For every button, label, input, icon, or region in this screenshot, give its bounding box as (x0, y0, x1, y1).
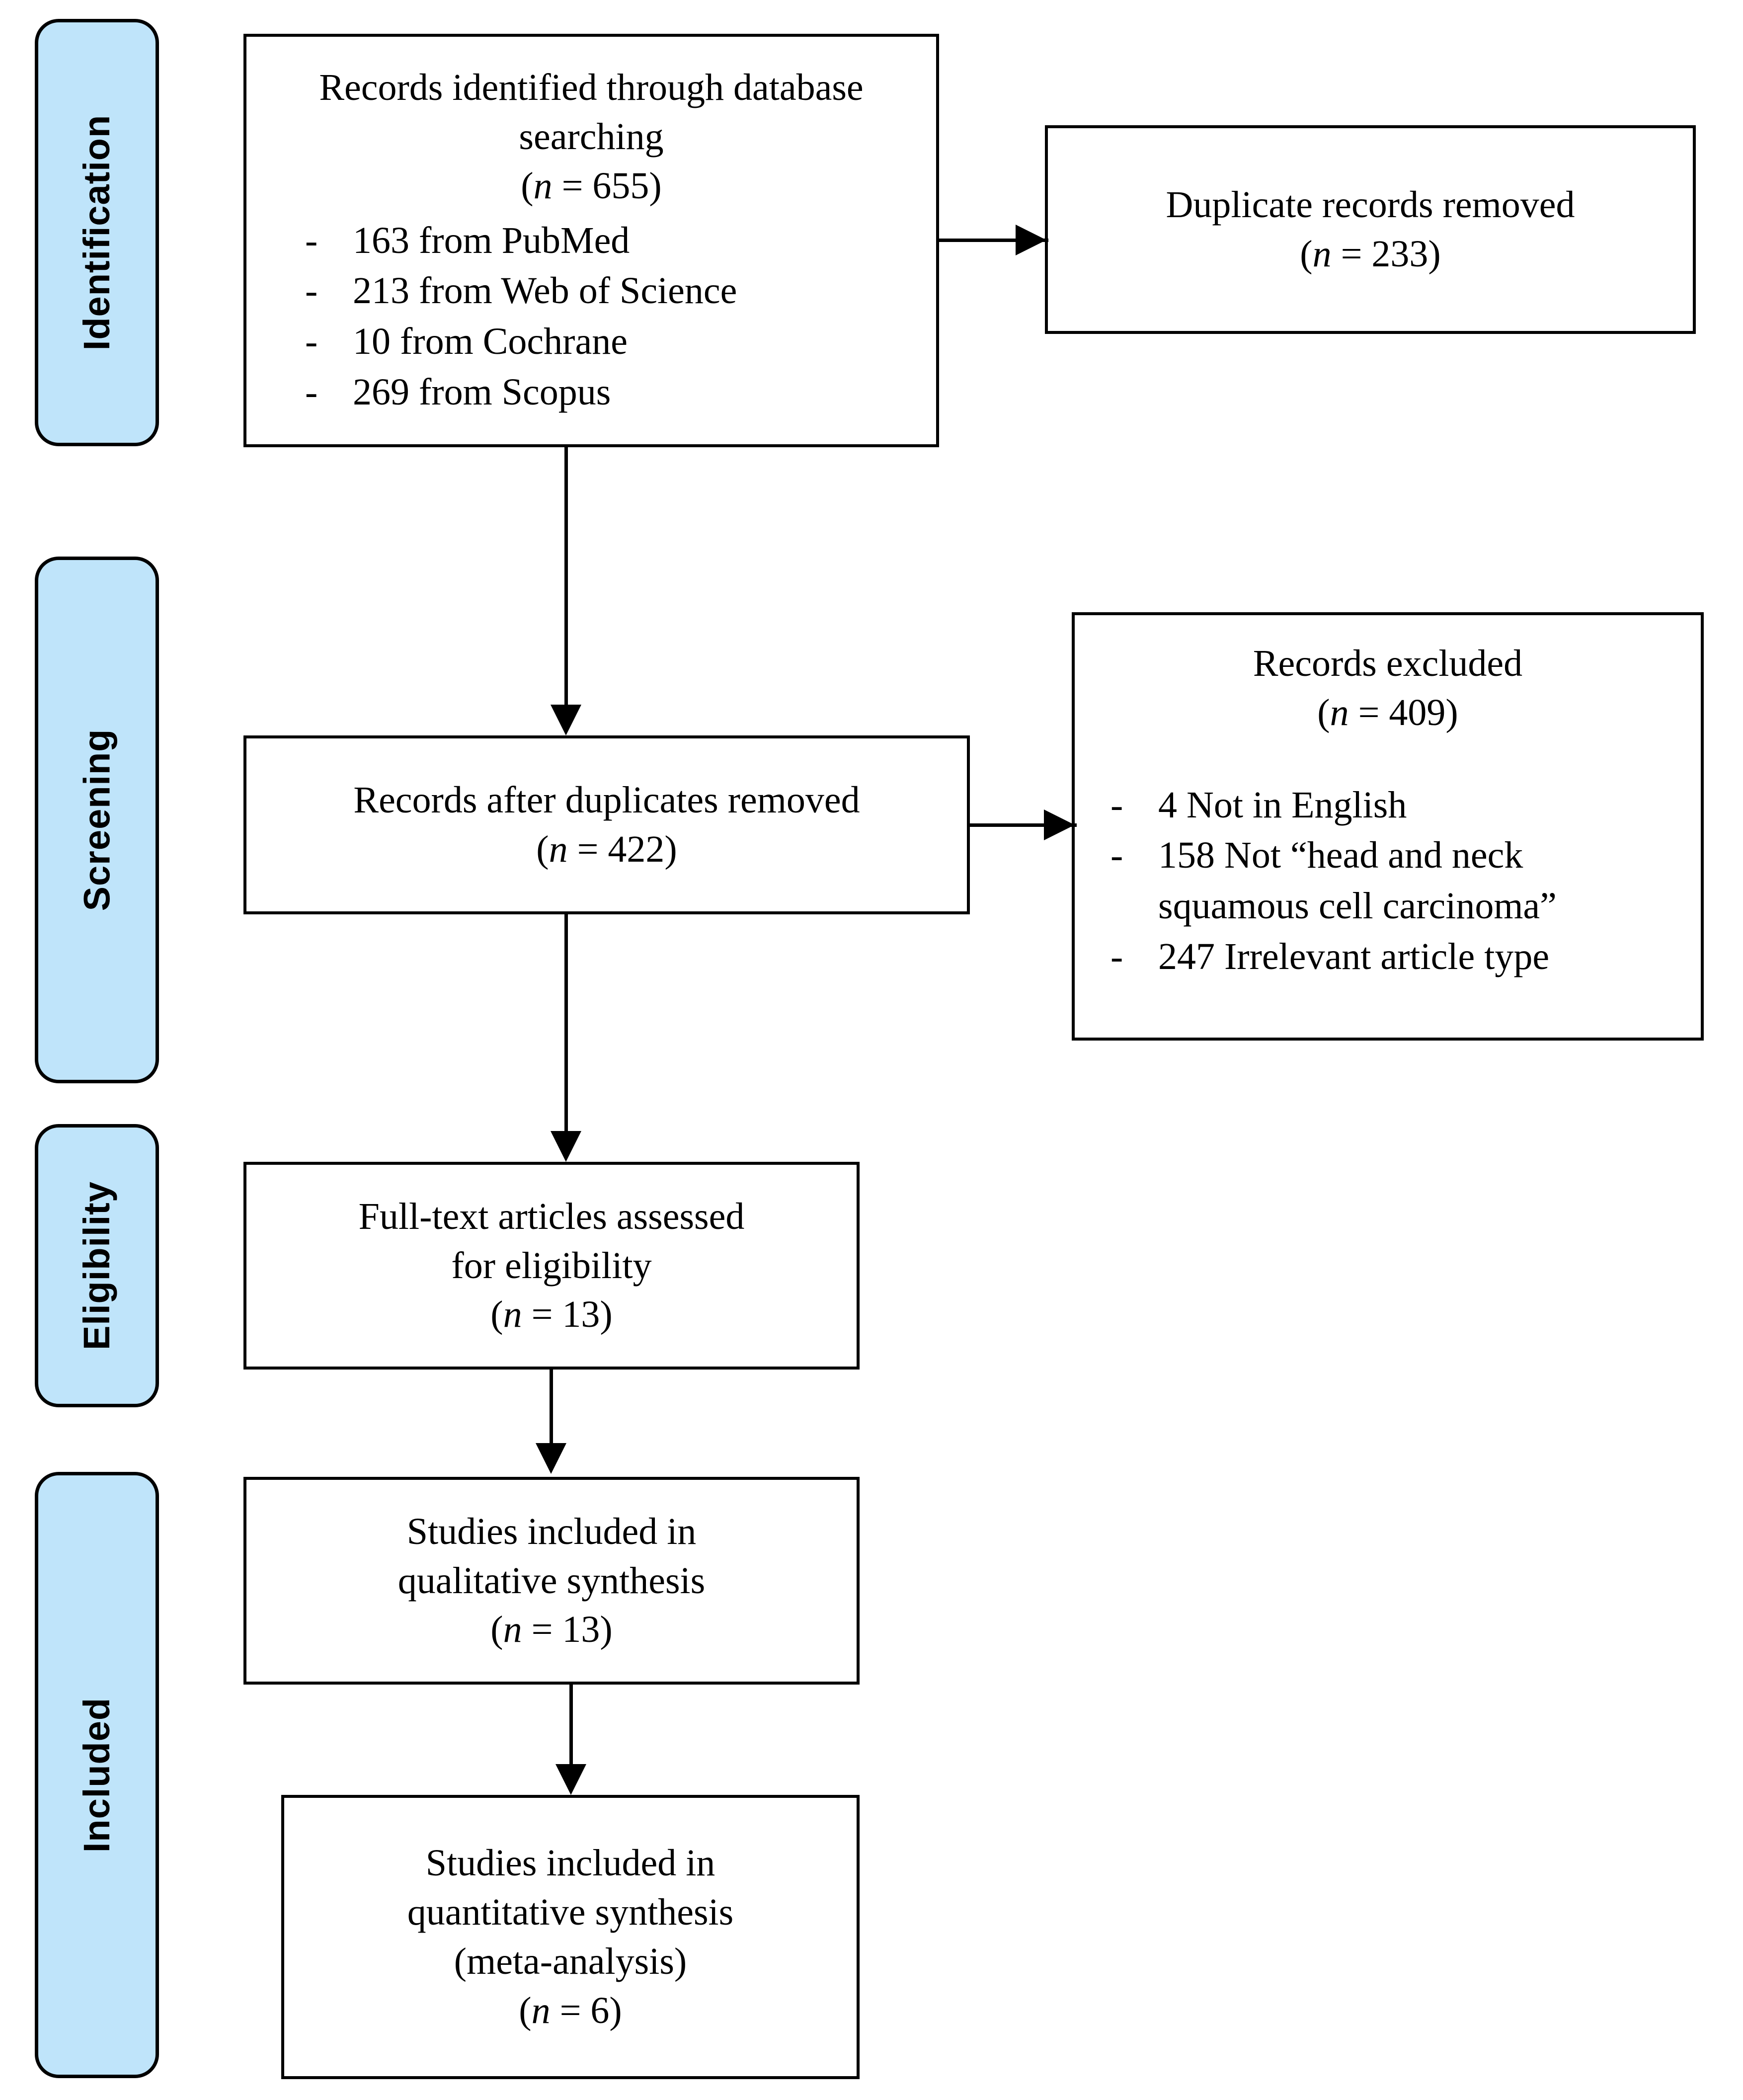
connector-full-text-to-qualitative (550, 1370, 553, 1444)
quantitative-line1: Studies included in (425, 1842, 715, 1884)
arrowhead-identified-to-duplicates (1016, 225, 1046, 255)
box-records-after-duplicates: Records after duplicates removed (n = 42… (243, 735, 970, 914)
quantitative-line3: (meta-analysis) (454, 1940, 687, 1982)
bullet-dash: - (305, 371, 318, 413)
connector-after-duplicates-to-full-text (564, 914, 568, 1132)
list-item: - 163 from PubMed (305, 216, 916, 266)
box-full-text-assessed: Full-text articles assessed for eligibil… (243, 1162, 860, 1370)
box-records-excluded-text: Records excluded (n = 409) (1093, 639, 1683, 737)
records-excluded-line1: Records excluded (1253, 643, 1523, 684)
stage-tab-eligibility[interactable]: Eligibility (35, 1124, 159, 1407)
stage-tab-screening[interactable]: Screening (35, 557, 159, 1083)
qualitative-line2: qualitative synthesis (397, 1559, 706, 1602)
source-cochrane: 10 from Cochrane (353, 321, 628, 363)
list-item: - 247 Irrelevant article type (1110, 932, 1683, 982)
reason-not-hnscc: 158 Not “head and neck squamous cell car… (1158, 834, 1557, 927)
arrowhead-full-text-to-qualitative (536, 1443, 566, 1474)
stage-tab-included-label: Included (76, 1697, 117, 1853)
list-item: - 213 from Web of Science (305, 266, 916, 317)
box-qualitative-synthesis-text: Studies included in qualitative synthesi… (266, 1507, 837, 1654)
records-excluded-count: (n = 409) (1317, 691, 1458, 733)
box-duplicate-records-removed-text: Duplicate records removed (n = 233) (1068, 180, 1673, 279)
box-qualitative-synthesis: Studies included in qualitative synthesi… (243, 1477, 860, 1685)
stage-tab-included[interactable]: Included (35, 1472, 159, 2078)
box-records-excluded: Records excluded (n = 409) - 4 Not in En… (1072, 612, 1704, 1041)
full-text-line2: for eligibility (451, 1244, 652, 1287)
source-web-of-science: 213 from Web of Science (353, 270, 737, 312)
quantitative-line2: quantitative synthesis (407, 1891, 734, 1934)
quantitative-count: (n = 6) (519, 1989, 622, 2031)
connector-after-duplicates-to-excluded (970, 823, 1077, 827)
box-records-identified-text: Records identified through database sear… (266, 63, 916, 210)
records-identified-count: (n = 655) (521, 164, 662, 207)
stage-tab-identification-label: Identification (76, 114, 118, 351)
box-quantitative-synthesis-text: Studies included in quantitative synthes… (304, 1839, 837, 2035)
list-item: - 4 Not in English (1110, 780, 1683, 831)
box-quantitative-synthesis: Studies included in quantitative synthes… (281, 1795, 860, 2079)
duplicates-removed-count: (n = 233) (1300, 233, 1441, 275)
box-full-text-assessed-text: Full-text articles assessed for eligibil… (266, 1192, 837, 1339)
bullet-dash: - (1110, 834, 1123, 877)
records-identified-source-list: - 163 from PubMed - 213 from Web of Scie… (305, 216, 916, 418)
reason-irrelevant-article-type: 247 Irrelevant article type (1158, 936, 1550, 978)
connector-identified-to-duplicates (939, 239, 1048, 242)
bullet-dash: - (1110, 784, 1123, 826)
arrowhead-after-duplicates-to-excluded (1044, 809, 1075, 840)
stage-tab-identification[interactable]: Identification (35, 19, 159, 446)
box-duplicate-records-removed: Duplicate records removed (n = 233) (1045, 125, 1696, 334)
after-duplicates-count: (n = 422) (536, 828, 677, 870)
bullet-dash: - (305, 219, 318, 261)
connector-qualitative-to-quantitative (569, 1685, 573, 1765)
list-item: - 158 Not “head and neck squamous cell c… (1110, 830, 1683, 932)
box-records-after-duplicates-text: Records after duplicates removed (n = 42… (266, 776, 947, 874)
stage-tab-eligibility-label: Eligibility (76, 1181, 118, 1350)
full-text-line1: Full-text articles assessed (358, 1195, 745, 1237)
qualitative-count: (n = 13) (490, 1609, 613, 1651)
list-item: - 269 from Scopus (305, 367, 916, 418)
records-excluded-reason-list: - 4 Not in English - 158 Not “head and n… (1110, 780, 1683, 982)
reason-not-in-english: 4 Not in English (1158, 784, 1407, 826)
connector-identified-to-after-duplicates (564, 447, 568, 706)
qualitative-line1: Studies included in (406, 1510, 697, 1552)
duplicates-removed-line1: Duplicate records removed (1166, 184, 1575, 226)
records-identified-line1: Records identified through database (319, 67, 864, 109)
source-scopus: 269 from Scopus (353, 371, 611, 413)
source-pubmed: 163 from PubMed (353, 219, 630, 261)
bullet-dash: - (1110, 936, 1123, 978)
full-text-count: (n = 13) (490, 1293, 613, 1336)
list-item: - 10 from Cochrane (305, 317, 916, 367)
after-duplicates-line1: Records after duplicates removed (353, 779, 860, 821)
bullet-dash: - (305, 321, 318, 363)
records-identified-line2: searching (519, 115, 664, 158)
arrowhead-after-duplicates-to-full-text (551, 1131, 581, 1162)
arrowhead-identified-to-after-duplicates (551, 705, 581, 735)
bullet-dash: - (305, 270, 318, 312)
stage-tab-screening-label: Screening (76, 728, 118, 911)
box-records-identified: Records identified through database sear… (243, 34, 939, 447)
arrowhead-qualitative-to-quantitative (555, 1764, 586, 1795)
